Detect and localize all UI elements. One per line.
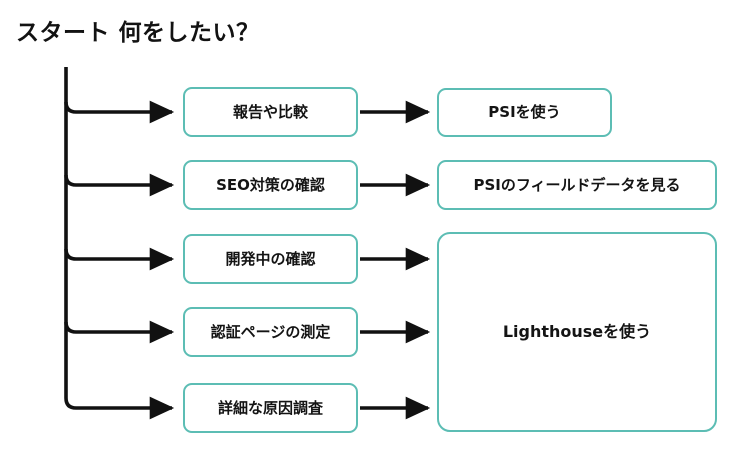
trunk-line: [64, 67, 175, 420]
branch-line-3: [64, 247, 175, 271]
page-title: スタート 何をしたい？: [16, 20, 260, 46]
node-label: 認証ページの測定: [210, 322, 331, 341]
node-report-compare[interactable]: 報告や比較: [183, 87, 358, 137]
node-label: Lighthouseを使う: [502, 322, 652, 341]
node-label: PSIを使う: [488, 103, 561, 122]
node-view-psi-field-data[interactable]: PSIのフィールドデータを見る: [437, 160, 717, 210]
node-use-lighthouse[interactable]: Lighthouseを使う: [437, 232, 717, 432]
node-label: 詳細な原因調査: [217, 398, 323, 417]
node-use-psi[interactable]: PSIを使う: [437, 88, 612, 137]
node-label: PSIのフィールドデータを見る: [473, 175, 681, 194]
branch-line-4: [64, 320, 175, 344]
node-seo-check[interactable]: SEO対策の確認: [183, 160, 358, 210]
node-dev-check[interactable]: 開発中の確認: [183, 234, 358, 284]
node-label: 報告や比較: [232, 102, 308, 121]
node-detailed-cause-analysis[interactable]: 詳細な原因調査: [183, 383, 358, 433]
node-label: 開発中の確認: [225, 249, 316, 268]
node-label: SEO対策の確認: [216, 175, 325, 194]
branch-line-2: [64, 173, 175, 197]
node-auth-page-measure[interactable]: 認証ページの測定: [183, 307, 358, 357]
branch-line-1: [64, 100, 175, 124]
